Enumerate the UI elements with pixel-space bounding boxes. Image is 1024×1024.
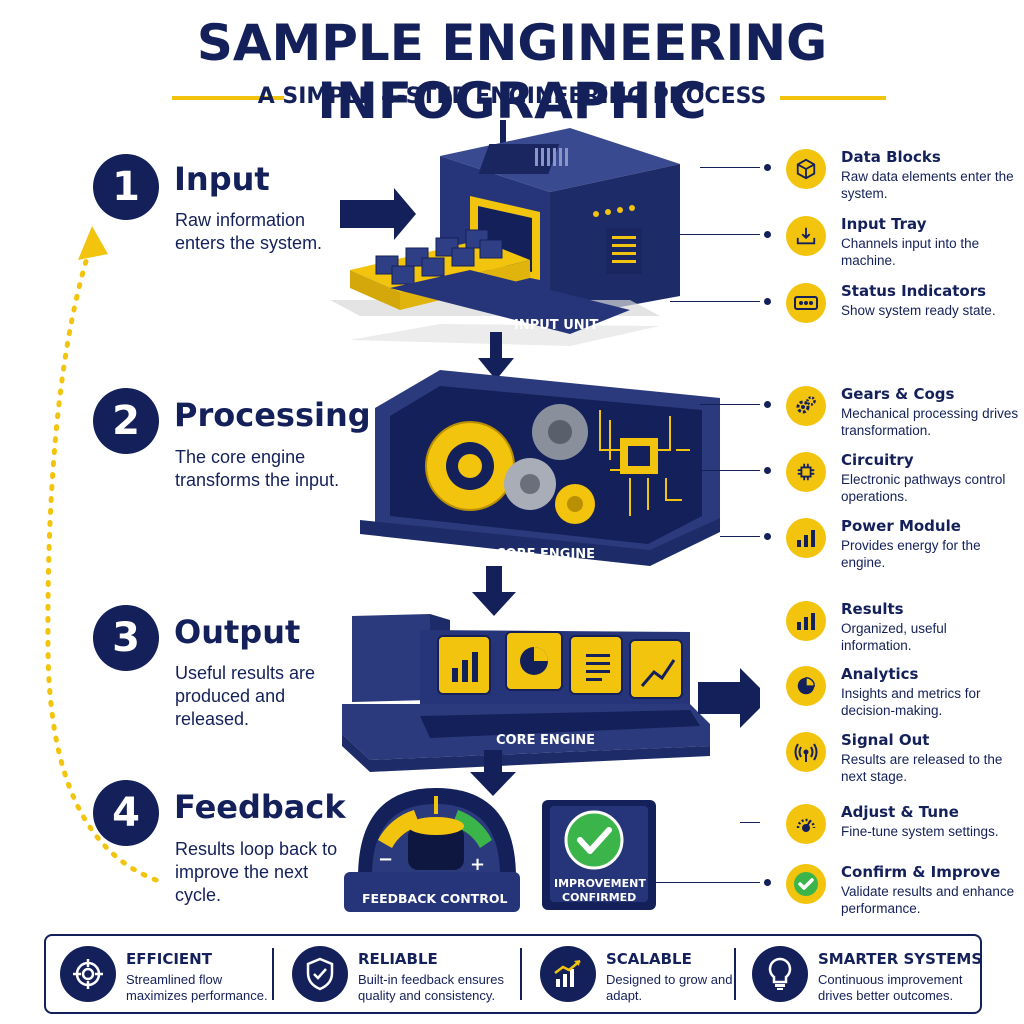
step-3-title: Output [174,613,301,651]
core-engine: CORE ENGINE [360,370,720,566]
step-4-title: Feedback [174,788,346,826]
footer-reliable: RELIABLE Built-in feedback ensures quali… [278,936,508,1012]
feature-confirm-improve: Confirm & Improve Validate results and e… [654,863,1022,930]
feature-results: Results Organized, useful information. [760,600,1022,667]
improvement-line1: IMPROVEMENT [554,877,646,890]
step-4-number: 4 [93,780,159,846]
bar-chart-icon [786,601,826,641]
machine-illustration: INPUT UNIT CORE ENGINE [330,120,760,912]
tray-icon [786,216,826,256]
feature-status-indicators: Status Indicators Show system ready stat… [670,282,1022,349]
page-title: SAMPLE ENGINEERING INFOGRAPHIC [196,14,828,130]
subtitle-rule-left [172,96,284,100]
status-lights-icon [786,283,826,323]
footer-scalable: SCALABLE Designed to grow and adapt. [526,936,756,1012]
improvement-line2: CONFIRMED [562,891,636,904]
feature-signal-out: Signal Out Results are released to the n… [760,731,1022,798]
arrow-core-to-output [472,566,516,616]
input-unit: INPUT UNIT [330,120,680,346]
feedback-control: − + FEEDBACK CONTROL [344,788,520,912]
power-bars-icon [786,518,826,558]
step-3-number: 3 [93,605,159,671]
input-arrow [340,188,416,240]
step-3-description: Useful results are produced and released… [175,663,316,729]
page-subtitle: A SIMPLE 4-STEP ENGINEERING PROCESS [257,84,767,109]
footer-smarter-systems: SMARTER SYSTEMS Continuous improvement d… [738,936,982,1012]
feature-data-blocks: Data Blocks Raw data elements enter the … [700,148,1022,215]
output-engine: CORE ENGINE [342,614,710,772]
improvement-confirmed: IMPROVEMENT CONFIRMED [542,800,656,910]
feedback-plus-label: + [470,854,485,875]
step-4-description: Results loop back to improve the next cy… [175,839,338,905]
gears-icon [786,386,826,426]
feedback-minus-label: − [378,849,393,870]
core-engine-label: CORE ENGINE [496,547,595,562]
step-1-description: Raw information enters the system. [175,210,323,253]
feature-adjust-tune: Adjust & Tune Fine-tune system settings. [740,803,1022,870]
shield-check-icon [292,946,348,1002]
footer-efficient: EFFICIENT Streamlined flow maximizes per… [46,936,276,1012]
feature-circuitry: Circuitry Electronic pathways control op… [690,451,1022,518]
growth-chart-icon [540,946,596,1002]
target-icon [60,946,116,1002]
arrow-output-to-feedback [470,750,516,796]
arrow-input-to-core [478,332,514,380]
input-unit-label: INPUT UNIT [514,318,598,333]
step-1-title: Input [174,160,270,198]
feedback-control-label: FEEDBACK CONTROL [362,891,507,906]
step-2-number: 2 [93,388,159,454]
step-1-number: 1 [93,154,159,220]
feature-power-module: Power Module Provides energy for the eng… [720,517,1022,584]
cube-icon [786,149,826,189]
lightbulb-icon [752,946,808,1002]
footer-benefits: EFFICIENT Streamlined flow maximizes per… [44,934,982,1014]
subtitle-rule-right [780,96,886,100]
feature-gears-cogs: Gears & Cogs Mechanical processing drive… [700,385,1022,452]
pie-chart-icon [786,666,826,706]
output-engine-label: CORE ENGINE [496,733,595,748]
feedback-loop-arrow [45,226,159,883]
dial-icon [786,804,826,844]
signal-icon [786,732,826,772]
chip-icon [786,452,826,492]
step-2-description: The core engine transforms the input. [175,447,340,490]
feature-input-tray: Input Tray Channels input into the machi… [680,215,1022,282]
subtitle-row: A SIMPLE 4-STEP ENGINEERING PROCESS [0,84,1024,112]
step-2-title: Processing [174,396,371,434]
check-icon [786,864,826,904]
feature-analytics: Analytics Insights and metrics for decis… [760,665,1022,732]
arrow-output-right [698,668,760,728]
